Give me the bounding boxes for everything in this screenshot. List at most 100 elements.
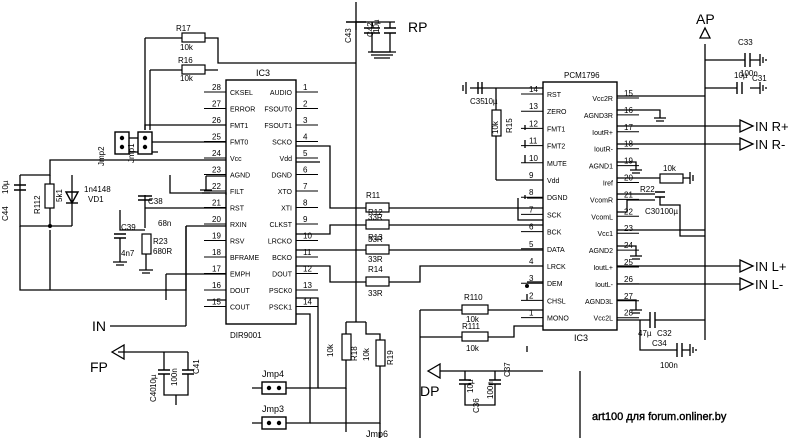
pcm1796-pin-11-number: 11 xyxy=(529,137,538,146)
c43-ref: C43 xyxy=(344,28,353,43)
dir9001-pin-11-name: BCKO xyxy=(272,255,292,262)
jumper-jmp3[interactable] xyxy=(261,416,287,430)
pcm-left-section: C35 10µ 10k R15 R110 10k R111 10k DP 10µ… xyxy=(419,82,581,438)
c41-ref: C41 xyxy=(192,359,201,374)
pcm1796-pin-15-number: 15 xyxy=(624,89,633,98)
r17-value: 10k xyxy=(180,43,194,52)
r16-ref: R16 xyxy=(178,56,193,65)
dir9001-pin-19-name: RSV xyxy=(230,239,245,246)
pcm1796-pin-28-number: 28 xyxy=(624,309,633,318)
dir9001-pin-8-number: 8 xyxy=(303,199,308,208)
dir9001-pin-12-number: 12 xyxy=(303,265,312,274)
dir9001-pin-5-name: Vdd xyxy=(280,156,293,163)
dir9001-pin-14-number: 14 xyxy=(303,298,312,307)
resistor-r13 xyxy=(365,244,390,255)
pcm1796-pin-19-name: AGND1 xyxy=(589,164,613,171)
dir9001-pin-21-number: 21 xyxy=(212,199,221,208)
c34-ref: C34 xyxy=(652,339,667,348)
pcm1796-pin-26-number: 26 xyxy=(624,275,633,284)
jumper-jmp2[interactable] xyxy=(114,131,130,155)
pcm1796-pin-25-name: IoutL+ xyxy=(593,265,613,272)
net-fp: FP xyxy=(90,359,108,375)
resistor-r112 xyxy=(44,183,55,209)
r18-ref: R18 xyxy=(350,346,359,361)
pcm1796-pin-23-name: Vcc1 xyxy=(597,231,613,238)
dir9001-pin-10-name: LRCKO xyxy=(268,239,293,246)
r23-ref: R23 xyxy=(153,237,168,246)
c42-value: 10µ xyxy=(372,19,381,33)
pcm1796-pin-6-number: 6 xyxy=(529,223,534,232)
c31-value: 10µ xyxy=(734,71,748,80)
net-in: IN xyxy=(92,318,106,334)
pcm1796-title: PCM1796 xyxy=(564,71,600,80)
pcm1796-pin-2-number: 2 xyxy=(529,291,534,300)
pcm-right-section: AP C33 100n 10µ C31 IN R+ IN R- 10k R22 … xyxy=(617,11,789,370)
jumper-jmp4[interactable] xyxy=(261,381,287,395)
r111-ref: R111 xyxy=(462,322,480,331)
dir9001-pin-1-name: AUDIO xyxy=(270,90,293,97)
pcm1796-pin-12-number: 12 xyxy=(529,119,538,128)
dir9001-pin-3-number: 3 xyxy=(303,116,308,125)
dir9001-pin-13-number: 13 xyxy=(303,281,312,290)
pcm1796-pin-22-number: 22 xyxy=(624,207,633,216)
pcm1796-pin-12-name: FMT1 xyxy=(547,126,565,133)
r11-ref: R11 xyxy=(366,191,381,200)
dir9001-pin-22-name: FILT xyxy=(230,189,245,196)
r14-ref: R14 xyxy=(368,265,383,274)
dir9001-pin-22-number: 22 xyxy=(212,182,221,191)
dir9001-pin-2-number: 2 xyxy=(303,100,308,109)
pcm1796-pin-13-name: ZERO xyxy=(547,109,567,116)
dir9001-pin-3-name: FSOUT1 xyxy=(264,123,292,130)
pcm1796-pin-10-number: 10 xyxy=(529,154,538,163)
c38-ref: C38 xyxy=(148,197,163,206)
resistor-r111 xyxy=(461,331,489,342)
dir9001-body xyxy=(225,79,297,325)
net-in-r-plus: IN R+ xyxy=(755,119,789,134)
dir9001-pin-17-name: EMPH xyxy=(230,272,250,279)
dir9001-part: DIR9001 xyxy=(230,331,262,340)
dir9001-pin-28-number: 28 xyxy=(212,83,221,92)
resistor-r23 xyxy=(141,233,152,255)
dir9001-pin-26-number: 26 xyxy=(212,116,221,125)
dir9001-pin-25-name: FMT0 xyxy=(230,140,248,147)
pcm1796-pin-8-name: DGND xyxy=(547,195,568,202)
jmp1-label: Jmp1 xyxy=(127,143,136,163)
pcm1796-pin-21-number: 21 xyxy=(624,190,633,199)
pcm1796-pin-24-name: AGND2 xyxy=(589,248,613,255)
dir9001-pin-19-number: 19 xyxy=(212,232,221,241)
dir9001-pin-25-number: 25 xyxy=(212,133,221,142)
jmp3-label: Jmp3 xyxy=(262,404,284,414)
psck-section: 10k R18 10k R19 Jmp4 Jmp3 Jmp6 xyxy=(252,63,395,438)
pcm1796-pin-28-name: Vcc2L xyxy=(594,316,614,323)
r19-value: 10k xyxy=(362,347,371,361)
dir9001-pin-16-name: DOUT xyxy=(230,288,251,295)
resistor-r22 xyxy=(659,173,684,184)
vd1-part: 1n4148 xyxy=(84,185,111,194)
resistor-r12 xyxy=(365,219,390,230)
r19-ref: R19 xyxy=(386,350,395,365)
dir9001-pin-16-number: 16 xyxy=(212,281,221,290)
pcm1796-pin-7-name: SCK xyxy=(547,212,562,219)
dir9001-pin-26-name: FMT1 xyxy=(230,123,248,130)
dir9001-pin-9-name: CLKST xyxy=(269,222,292,229)
net-in-l-minus: IN L- xyxy=(755,277,783,292)
c37-value: 100n xyxy=(486,381,495,399)
pcm1796-pin-27-name: AGND3L xyxy=(585,299,613,306)
fmt-pullups: R17 10k R16 10k Jmp2 Jmp1 xyxy=(97,24,356,166)
dir9001-pin-4-name: SCKO xyxy=(272,140,292,147)
dir9001-pin-28-name: CKSEL xyxy=(230,90,253,97)
c35-value: 10µ xyxy=(484,97,498,106)
jumper-jmp1[interactable] xyxy=(137,131,153,155)
c32-value: 47µ xyxy=(638,329,652,338)
net-in-l-plus: IN L+ xyxy=(755,259,786,274)
jmp2-label: Jmp2 xyxy=(97,146,106,166)
c35-ref: C35 xyxy=(470,97,485,106)
pcm1796-pin-9-number: 9 xyxy=(529,171,534,180)
c36-value: 10µ xyxy=(466,379,475,393)
pcm1796-pin-14-name: RST xyxy=(547,92,562,99)
pcm1796-pin-25-number: 25 xyxy=(624,258,633,267)
dir9001-pin-24-number: 24 xyxy=(212,149,221,158)
c40-value: 10µ xyxy=(149,374,158,388)
pcm1796-pin-27-number: 27 xyxy=(624,292,633,301)
dir9001-pin-9-number: 9 xyxy=(303,215,308,224)
